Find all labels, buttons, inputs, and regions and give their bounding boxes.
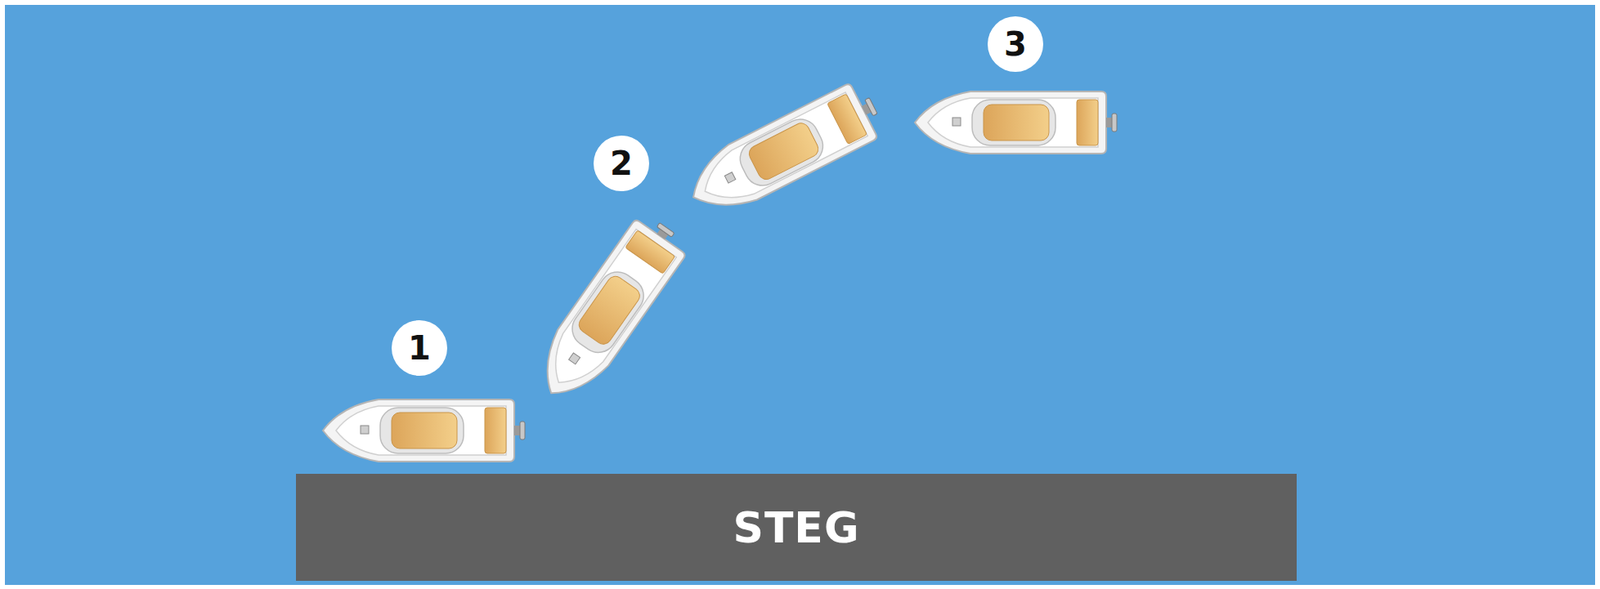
boat-turning [525,210,693,412]
water [4,4,1596,586]
dock [295,474,1297,582]
callout-number: 1 [391,320,448,377]
callout-circle [593,135,650,192]
boat-position-1 [322,399,525,462]
callout-number: 2 [593,135,650,192]
dock-band: STEG [295,474,1297,582]
boat-position-3 [914,91,1117,154]
dock-label: STEG [732,503,860,553]
callout-number: 3 [987,16,1044,72]
callout-circle [987,16,1044,72]
callout-circle [391,320,448,377]
boat-turning [679,77,888,225]
